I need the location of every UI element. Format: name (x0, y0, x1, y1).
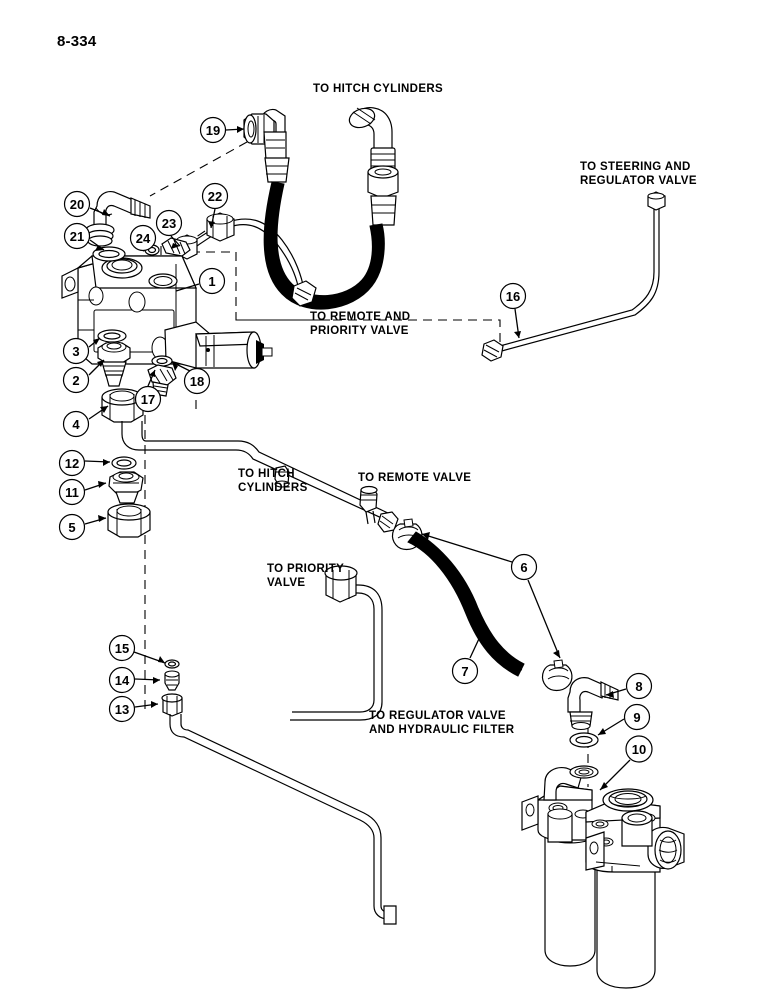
callout-5[interactable]: 5 (58, 513, 86, 541)
svg-text:16: 16 (506, 289, 520, 304)
diagram-labels: TO HITCH CYLINDERS TO STEERING AND REGUL… (238, 83, 697, 736)
callout-18[interactable]: 18 (183, 367, 211, 395)
svg-text:12: 12 (65, 456, 79, 471)
callout-23[interactable]: 23 (155, 209, 183, 237)
callout-bubbles: 1 2 3 4 5 6 7 (58, 116, 653, 763)
label-to-regulator-valve-line1: TO REGULATOR VALVE (369, 710, 506, 722)
callout-20[interactable]: 20 (63, 190, 91, 218)
svg-text:8: 8 (635, 679, 642, 694)
svg-text:11: 11 (65, 485, 79, 500)
part-11-fitting (108, 471, 144, 504)
part-12-o-ring (111, 456, 137, 470)
part-14-fitting (164, 670, 180, 691)
svg-text:19: 19 (206, 123, 220, 138)
part-9-o-ring (569, 732, 599, 748)
tube-to-priority-valve (290, 565, 383, 721)
callout-1[interactable]: 1 (198, 267, 226, 295)
label-to-steering-and-regulator-valve-line1: TO STEERING AND (580, 161, 691, 173)
callout-2[interactable]: 2 (62, 366, 90, 394)
lower-tube-to-filter (169, 714, 397, 925)
label-to-remote-and-priority-valve-line1: TO REMOTE AND (310, 311, 410, 323)
svg-text:18: 18 (190, 374, 204, 389)
callout-4[interactable]: 4 (62, 410, 90, 438)
svg-text:6: 6 (520, 560, 527, 575)
label-to-remote-valve: TO REMOTE VALVE (358, 472, 471, 484)
callout-13[interactable]: 13 (108, 695, 136, 723)
part-5-tube-nut (107, 503, 151, 538)
page-number: 8-334 (57, 33, 97, 50)
svg-text:13: 13 (115, 702, 129, 717)
svg-text:23: 23 (162, 216, 176, 231)
part-8-elbow-fitting (567, 677, 619, 730)
label-to-priority-valve-line2: VALVE (267, 577, 305, 589)
callout-15[interactable]: 15 (108, 634, 136, 662)
callout-14[interactable]: 14 (108, 666, 136, 694)
label-to-hitch-cylinders-mid-line1: TO HITCH (238, 468, 295, 480)
svg-text:20: 20 (70, 197, 84, 212)
hydraulic-hose-7 (407, 531, 525, 677)
callout-7[interactable]: 7 (451, 657, 479, 685)
svg-text:4: 4 (72, 417, 80, 432)
part-15-o-ring (164, 659, 180, 669)
part-4-tube-nut (101, 388, 144, 423)
svg-text:1: 1 (208, 274, 215, 289)
svg-text:15: 15 (115, 641, 129, 656)
part-21-o-ring (92, 246, 126, 262)
svg-text:7: 7 (461, 664, 468, 679)
svg-text:17: 17 (141, 392, 155, 407)
label-to-steering-and-regulator-valve-line2: REGULATOR VALVE (580, 175, 697, 187)
tube-22-assembly (176, 212, 317, 307)
part-18-o-ring (151, 355, 173, 367)
callout-22[interactable]: 22 (201, 182, 229, 210)
svg-text:21: 21 (70, 229, 84, 244)
callout-3[interactable]: 3 (62, 337, 90, 365)
part-10-hydraulic-filter-assembly (521, 765, 685, 989)
svg-text:22: 22 (208, 189, 222, 204)
tube-16-assembly (481, 191, 666, 362)
part-13-tube-nut (161, 693, 183, 717)
part-3-o-ring (97, 329, 127, 343)
callout-16[interactable]: 16 (499, 282, 527, 310)
hitch-cylinder-hose-assembly (243, 107, 399, 310)
label-to-priority-valve-line1: TO PRIORITY (267, 563, 344, 575)
callout-19[interactable]: 19 (199, 116, 227, 144)
callout-21[interactable]: 21 (63, 222, 91, 250)
svg-text:9: 9 (633, 710, 640, 725)
callout-leader-lines (84, 126, 631, 791)
svg-text:3: 3 (72, 344, 79, 359)
svg-text:10: 10 (632, 742, 646, 757)
svg-text:5: 5 (68, 520, 75, 535)
label-to-regulator-valve-line2: AND HYDRAULIC FILTER (369, 724, 515, 736)
callout-12[interactable]: 12 (58, 449, 86, 477)
callout-8[interactable]: 8 (625, 672, 653, 700)
part-2-fitting (97, 341, 131, 387)
to-remote-valve-fitting (359, 485, 378, 525)
part-20-elbow-fitting (85, 191, 151, 247)
hitch-control-valve-body (61, 255, 273, 369)
svg-text:2: 2 (72, 373, 79, 388)
callout-24[interactable]: 24 (129, 224, 157, 252)
svg-text:14: 14 (115, 673, 130, 688)
callout-10[interactable]: 10 (625, 735, 653, 763)
svg-text:24: 24 (136, 231, 151, 246)
label-to-hitch-cylinders-mid-line2: CYLINDERS (238, 482, 308, 494)
callout-17[interactable]: 17 (134, 385, 162, 413)
tube-to-hitch-cylinders (121, 421, 399, 533)
hose-clamp-lower (541, 659, 573, 692)
label-to-hitch-cylinders-top: TO HITCH CYLINDERS (313, 83, 443, 95)
callout-11[interactable]: 11 (58, 478, 86, 506)
callout-6[interactable]: 6 (510, 553, 538, 581)
label-to-remote-and-priority-valve-line2: PRIORITY VALVE (310, 325, 409, 337)
callout-9[interactable]: 9 (623, 703, 651, 731)
